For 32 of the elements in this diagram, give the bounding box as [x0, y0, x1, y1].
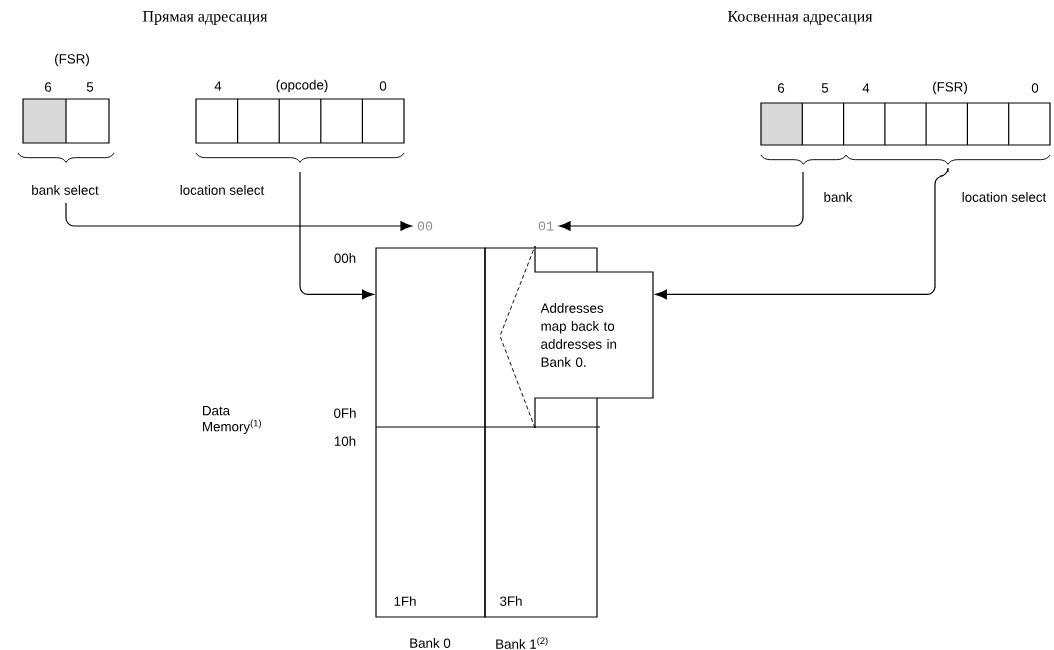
arrow	[299, 171, 374, 300]
field-label: bank	[824, 192, 853, 202]
bit-label: (opcode)	[276, 79, 328, 93]
bit-label: 4	[862, 83, 870, 93]
bit-label: 4	[214, 81, 222, 91]
bit-label: (FSR)	[55, 53, 89, 67]
section-title: Прямая адресация	[142, 11, 268, 25]
bit-label: 0	[379, 81, 387, 91]
memory-label: 00h	[334, 253, 356, 263]
section-title: Косвенная адресация	[727, 11, 873, 25]
address-label: 3Fh	[500, 596, 522, 606]
bit-label: 6	[777, 83, 785, 93]
bit-label: 5	[821, 83, 829, 93]
bit-label: 0	[1031, 83, 1039, 93]
bank-label: Bank 0	[410, 638, 451, 648]
memory-label: Data Memory$^{(1)}$	[203, 406, 261, 434]
arrow	[559, 171, 804, 231]
memory-label: 10h	[334, 436, 356, 446]
bit-label: (FSR)	[933, 81, 967, 95]
field-label: bank select	[32, 185, 99, 195]
arrow	[65, 202, 412, 231]
address-label: 1Fh	[394, 596, 416, 606]
field-label: location select	[962, 192, 1047, 202]
bit-label: 5	[86, 82, 94, 92]
memory-label: 0Fh	[334, 408, 356, 418]
field-label: location select	[180, 185, 265, 195]
bit-label: 6	[44, 82, 52, 92]
bank-value: 00	[417, 221, 433, 231]
bank-label: Bank 1$^{(2)}$	[496, 637, 548, 649]
node-label: Addresses map back to addresses in Bank 0.	[540, 303, 617, 367]
bank-value: 01	[538, 221, 554, 231]
arrow	[655, 167, 949, 300]
